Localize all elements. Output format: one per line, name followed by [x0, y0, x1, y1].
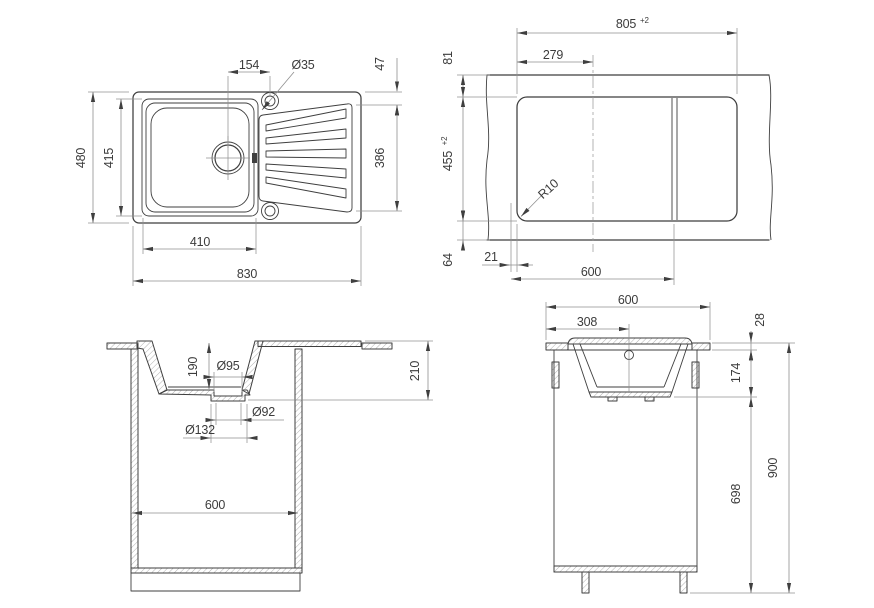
mount-boss-right	[644, 396, 655, 402]
dim-label-81: 81	[441, 51, 455, 65]
dim-label-21: 21	[484, 250, 498, 264]
mount-boss-left	[607, 396, 618, 402]
tap-hole-bottom	[264, 205, 276, 217]
dim-drain-bottom-dia: Ø132	[183, 404, 258, 443]
dim-label-900: 900	[766, 458, 780, 479]
dim-under-clearance: 698	[690, 397, 795, 594]
dim-side-offset: 21	[482, 224, 533, 272]
basin-bottom-section	[588, 391, 673, 398]
dim-label-410: 410	[190, 235, 211, 249]
dim-bowl-outer-depth: 174	[674, 350, 757, 398]
cabinet-rail-right	[691, 361, 700, 389]
dim-label-600-side: 600	[618, 293, 639, 307]
cutout-rect	[516, 96, 738, 222]
dim-label-210: 210	[408, 361, 422, 382]
cutout-view: 805 +2 279 81 455 +2 64	[440, 16, 773, 285]
dim-top-margin: 81	[441, 51, 517, 98]
counter-break-right	[768, 74, 773, 241]
dim-drain-mid-dia: Ø92	[205, 403, 284, 425]
sink-left-wall-section	[136, 340, 168, 395]
dim-corner-radius: R10	[520, 176, 561, 217]
cabinet-right-wall	[294, 348, 303, 569]
dim-label-174: 174	[729, 363, 743, 384]
dim-overall-width: 830	[132, 226, 362, 286]
tap-hole-bottom-pocket	[261, 202, 279, 220]
counter-section-left	[106, 342, 139, 350]
overflow-slot	[252, 153, 257, 163]
dim-overall-height: 480	[74, 91, 129, 224]
drainboard-outline	[258, 103, 353, 213]
dim-label-d132: Ø132	[185, 423, 215, 437]
basin-inner-wall-right	[663, 343, 682, 388]
plan-view: 154 Ø35 480 415 47	[74, 57, 402, 286]
dim-basin-width: 410	[142, 218, 257, 254]
sink-right-wall-section	[241, 340, 264, 395]
dim-label-698: 698	[729, 484, 743, 505]
dim-counter-thickness: 28	[712, 313, 767, 362]
dim-label-64: 64	[441, 253, 455, 267]
basin-bowl	[150, 107, 250, 208]
dim-label-600-front: 600	[205, 498, 226, 512]
dim-drain-offset: 154	[227, 58, 271, 148]
cabinet-plinth	[130, 572, 301, 592]
dim-label-308: 308	[577, 315, 598, 329]
dim-tap-hole-dia: Ø35	[261, 58, 315, 111]
basin-rim-outer	[141, 98, 259, 217]
counter-side-right	[691, 342, 711, 351]
dim-label-47: 47	[373, 57, 387, 71]
front-section-view: 190 Ø95 Ø92 Ø132	[106, 340, 433, 592]
dim-label-805-tol: +2	[640, 16, 649, 25]
counter-side-left	[545, 342, 569, 351]
dim-label-480: 480	[74, 148, 88, 169]
drainboard-ribs	[265, 108, 347, 199]
counter-break-left	[485, 74, 490, 241]
sink-rim-section	[567, 337, 693, 345]
cabinet-leg-right	[679, 571, 688, 594]
dim-label-154: 154	[239, 58, 260, 72]
dim-label-455: 455	[441, 151, 455, 172]
cabinet-bottom-side	[553, 565, 698, 573]
dim-cutout-height: 455 +2	[440, 97, 517, 222]
dim-drain-top-dia: Ø95	[203, 359, 253, 392]
sink-outline	[132, 91, 362, 224]
dim-label-d35: Ø35	[291, 58, 314, 72]
basin-outer-wall-right	[671, 343, 689, 393]
dim-label-415: 415	[102, 148, 116, 169]
dim-label-455-tol: +2	[440, 136, 449, 145]
cabinet-rail-left	[551, 361, 560, 389]
dim-overall-depth: 210	[248, 340, 433, 401]
dim-label-386: 386	[373, 148, 387, 169]
dim-label-279: 279	[543, 48, 564, 62]
dim-label-28: 28	[753, 313, 767, 327]
cabinet-left-wall	[130, 348, 139, 569]
basin-inner-wall-left	[579, 343, 598, 388]
dim-label-d92: Ø92	[252, 405, 275, 419]
dim-label-600-cutout: 600	[581, 265, 602, 279]
cabinet-leg-left	[581, 571, 590, 594]
drainboard-section	[257, 340, 362, 347]
dim-label-190: 190	[186, 357, 200, 378]
counter-section-right	[361, 342, 393, 350]
dim-bottom-margin: 64	[441, 210, 490, 267]
dim-drain-center-offset: 308	[546, 315, 630, 348]
side-section-view: 600 308 28 174 698	[545, 293, 795, 594]
dim-center-offset: 279	[517, 48, 593, 65]
basin-outer-wall-left	[572, 343, 590, 393]
basin-rim-inner	[145, 102, 255, 213]
dim-rim-margin-and-drainboard: 47 386	[356, 57, 402, 212]
sink-bottom-section	[158, 389, 251, 402]
dim-basin-height: 415	[102, 98, 142, 217]
dim-label-805: 805	[616, 17, 637, 31]
dim-label-830: 830	[237, 267, 258, 281]
dim-counter-depth: 600	[545, 293, 711, 340]
cabinet-side-panel	[553, 349, 698, 573]
dim-worktop-height: 900	[757, 342, 795, 593]
dim-cabinet-width-front: 600	[132, 498, 298, 516]
cabinet-bottom	[130, 567, 303, 574]
dim-label-d95: Ø95	[216, 359, 239, 373]
dim-cabinet-width-cutout: 600	[511, 224, 675, 285]
dim-bowl-depth: 190	[186, 343, 212, 389]
